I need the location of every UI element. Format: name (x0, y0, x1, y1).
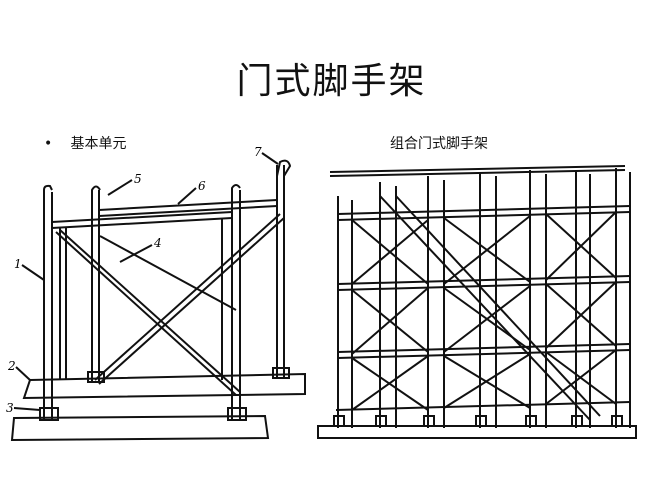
slide-title: 门式脚手架 (236, 61, 427, 102)
bullet-text: 基本单元 (70, 136, 127, 152)
callout-3: 3 (6, 401, 14, 415)
callout-7: 7 (254, 145, 262, 159)
combined-scaffold-label: 组合门式脚手架 (390, 136, 488, 152)
basic-unit-drawing (10, 152, 306, 442)
bullet-glyph: • (44, 136, 53, 152)
callout-2: 2 (7, 359, 16, 373)
callout-4: 4 (153, 236, 162, 250)
combined-scaffold-drawing (317, 165, 637, 439)
callout-5: 5 (134, 172, 142, 186)
bullet-item: • 基本单元 (44, 133, 126, 153)
callout-1: 1 (14, 257, 22, 271)
callout-6: 6 (198, 179, 206, 193)
